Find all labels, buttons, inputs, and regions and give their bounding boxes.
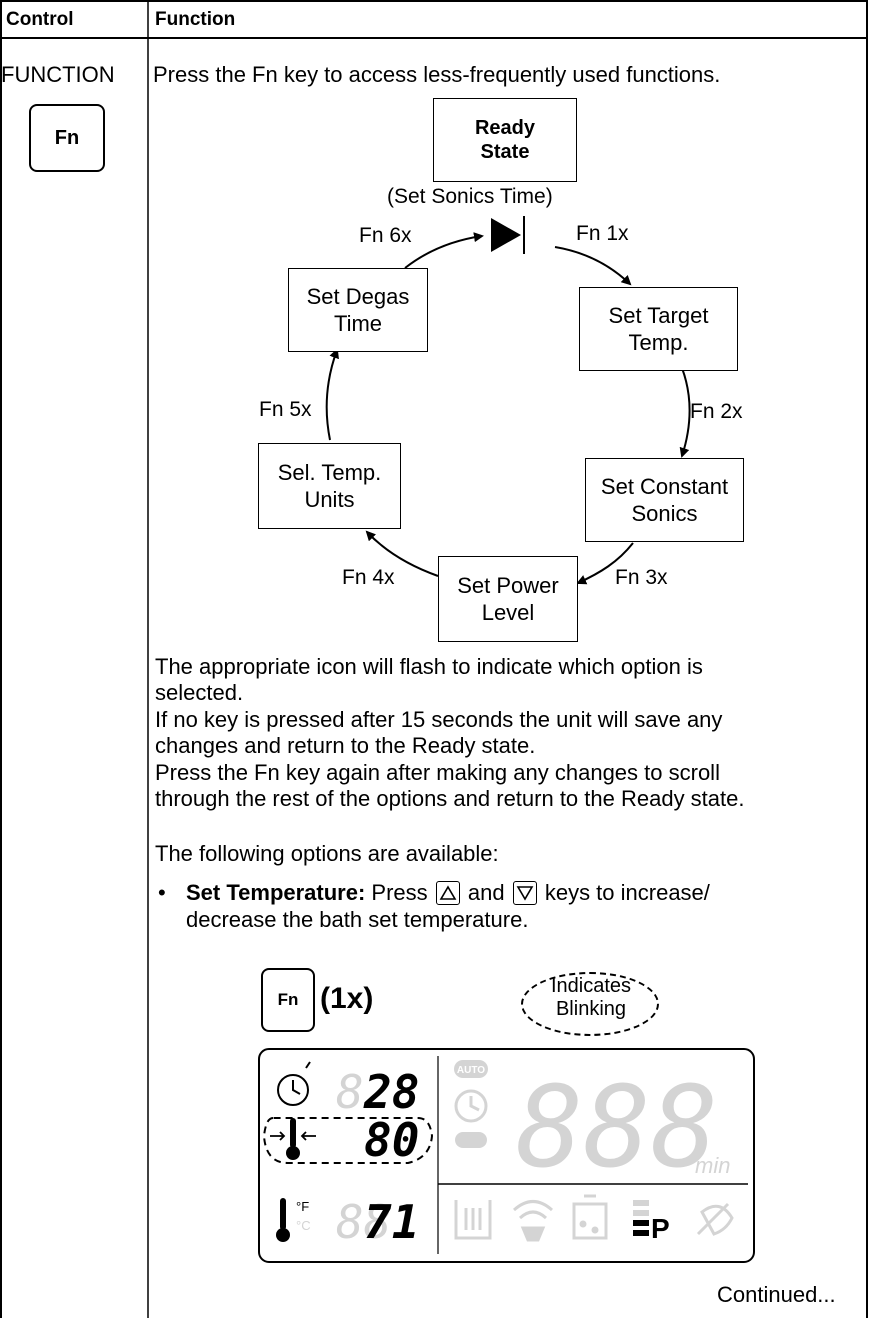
- press-count: (1x): [320, 982, 374, 1015]
- bullet-line-1: Set Temperature: Press and keys to incre…: [186, 880, 710, 906]
- sonics-icon: [513, 1200, 553, 1242]
- blink-label-2: Blinking: [555, 998, 627, 1020]
- set-temp-value: 80: [364, 1113, 419, 1167]
- power-level-icon: P: [633, 1200, 670, 1244]
- up-key-icon: [435, 881, 460, 905]
- state-label-2: Temp.: [628, 330, 689, 355]
- transition-fn-2x: Fn 2x: [690, 400, 743, 423]
- state-label-1: Sel. Temp.: [277, 460, 382, 485]
- heater-icon: [454, 1200, 492, 1240]
- unit-f: °F: [296, 1199, 309, 1214]
- bullet-title: Set Temperature:: [186, 880, 366, 905]
- blink-legend: [521, 972, 659, 1036]
- power-letter: P: [651, 1213, 670, 1244]
- paragraph-line: changes and return to the Ready state.: [155, 733, 536, 758]
- lcd-panel: °F °C 8 88 28 80 71 AUTO 888 min P: [258, 1048, 755, 1263]
- ready-label-2: State: [480, 141, 530, 163]
- auto-badge: [454, 1060, 488, 1078]
- intro-text: Press the Fn key to access less-frequent…: [153, 62, 721, 87]
- state-label-2: Sonics: [631, 501, 698, 526]
- auto-badge-label: AUTO: [457, 1065, 485, 1076]
- state-set-constant-sonics: Set Constant Sonics: [585, 458, 744, 542]
- header-function: Function: [155, 9, 236, 30]
- state-label-2: Units: [304, 487, 355, 512]
- set-temp-thermometer-icon: [270, 1118, 316, 1160]
- paragraph-line: Press the Fn key again after making any …: [155, 760, 720, 785]
- fn-key-icon: Fn: [29, 104, 105, 172]
- state-label-1: Set Constant: [600, 474, 729, 499]
- actual-temp-value: 71: [364, 1195, 419, 1249]
- header-control: Control: [6, 9, 74, 30]
- state-set-power-level: Set Power Level: [438, 556, 578, 642]
- continued-label: Continued...: [717, 1282, 836, 1307]
- diode-icon: [491, 218, 521, 252]
- state-sel-temp-units: Sel. Temp. Units: [258, 443, 401, 529]
- down-key-icon: [512, 881, 537, 905]
- paragraph-line: If no key is pressed after 15 seconds th…: [155, 707, 723, 732]
- sonics-time-label: (Set Sonics Time): [387, 185, 553, 208]
- actual-temp-thermometer-icon: [276, 1198, 290, 1242]
- main-timer-icon: [454, 1089, 488, 1123]
- blink-outline: [262, 1117, 434, 1164]
- ready-label-1: Ready: [474, 117, 536, 139]
- blink-legend-text: Indicates Blinking: [541, 975, 641, 1021]
- ready-state-box: Ready State: [433, 98, 577, 182]
- transition-fn-1x: Fn 1x: [576, 222, 629, 245]
- bullet-line-2: decrease the bath set temperature.: [186, 907, 529, 932]
- state-label-2: Time: [333, 311, 383, 336]
- transition-fn-6x: Fn 6x: [359, 224, 412, 247]
- state-label-1: Set Power: [457, 573, 559, 598]
- paragraph-line: The appropriate icon will flash to indic…: [155, 654, 703, 679]
- svg-text:88: 88: [336, 1195, 391, 1249]
- state-set-target-temp: Set Target Temp.: [579, 287, 738, 371]
- timer-icon: [277, 1061, 311, 1106]
- svg-text:8: 8: [336, 1065, 364, 1119]
- paragraph-line: through the rest of the options and retu…: [155, 786, 745, 811]
- fn-key-icon: Fn: [261, 968, 315, 1032]
- degas-icon: [572, 1194, 608, 1240]
- blink-label-1: Indicates: [550, 975, 632, 997]
- transition-fn-3x: Fn 3x: [615, 566, 668, 589]
- state-set-degas-time: Set Degas Time: [288, 268, 428, 352]
- control-name: FUNCTION: [1, 62, 115, 87]
- unit-c: °C: [296, 1218, 311, 1233]
- options-intro: The following options are available:: [155, 841, 499, 866]
- paragraph-line: selected.: [155, 680, 244, 705]
- infinity-icon: [455, 1132, 487, 1148]
- unit-min: min: [695, 1153, 730, 1178]
- alarm-bell-icon: [696, 1202, 734, 1236]
- state-label-2: Level: [481, 600, 535, 625]
- transition-fn-5x: Fn 5x: [259, 398, 312, 421]
- transition-fn-4x: Fn 4x: [342, 566, 395, 589]
- state-label-1: Set Target: [608, 303, 709, 328]
- time-value: 28: [363, 1065, 419, 1119]
- state-label-1: Set Degas: [306, 284, 410, 309]
- bullet-text-b: and: [461, 880, 511, 905]
- main-digits: 888: [516, 1063, 718, 1193]
- bullet-marker: •: [158, 880, 166, 905]
- bullet-text-a: Press: [365, 880, 434, 905]
- bullet-text-c: keys to increase/: [538, 880, 710, 905]
